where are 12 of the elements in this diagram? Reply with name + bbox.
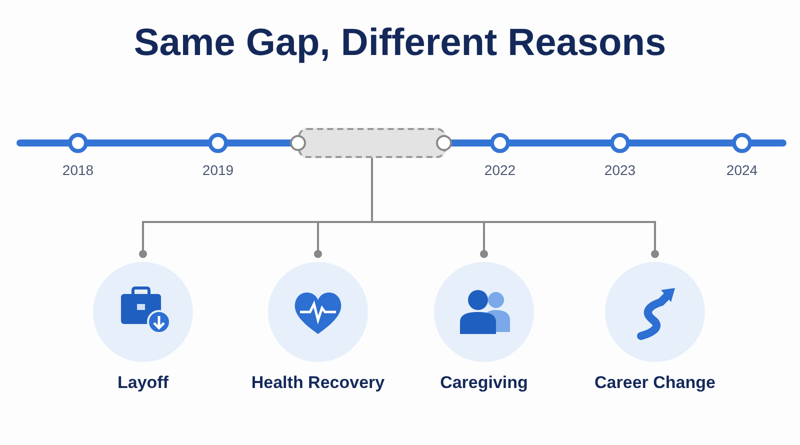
category-label: Layoff xyxy=(118,373,168,393)
category-label: Health Recovery xyxy=(251,373,385,393)
year-label: 2024 xyxy=(726,162,758,178)
year-label: 2018 xyxy=(62,162,94,178)
category-label: Caregiving xyxy=(440,373,528,393)
year-label: 2022 xyxy=(484,162,516,178)
gap-box xyxy=(298,128,446,158)
category-label: Career Change xyxy=(594,373,716,393)
year-label: 2019 xyxy=(202,162,234,178)
connector-line xyxy=(371,158,659,258)
title: Same Gap, Different Reasons xyxy=(132,22,668,65)
year-label: 2023 xyxy=(604,162,636,178)
